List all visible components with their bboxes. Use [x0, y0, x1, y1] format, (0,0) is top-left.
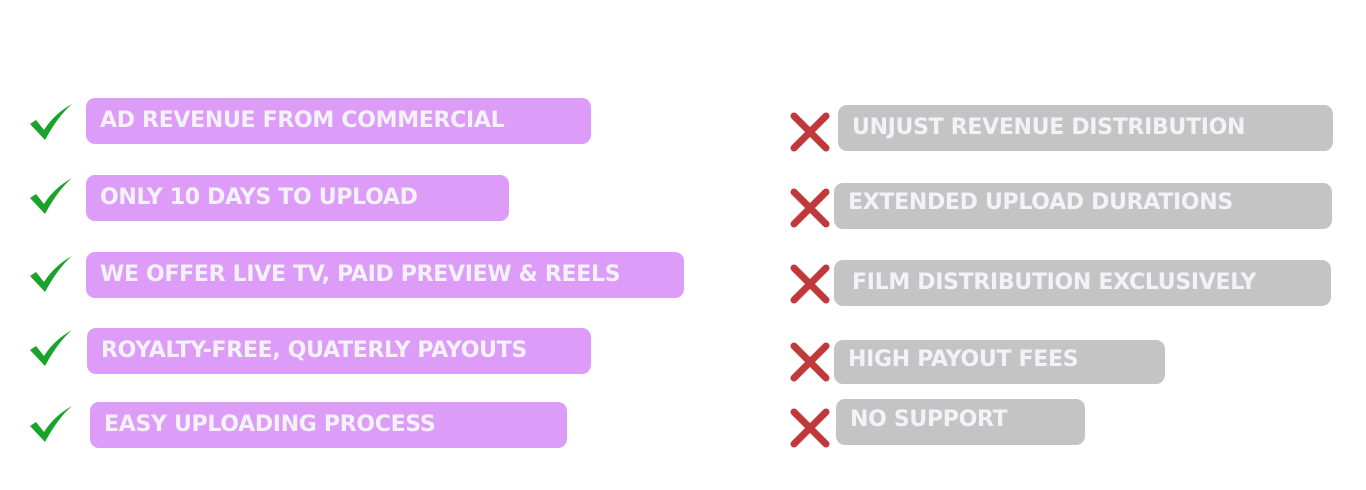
check-icon [28, 100, 72, 144]
con-item: EXTENDED UPLOAD DURATIONS [834, 183, 1332, 229]
cross-icon [788, 186, 832, 230]
con-item: NO SUPPORT [836, 399, 1085, 445]
pro-item: ROYALTY-FREE, QUATERLY PAYOUTS [87, 328, 591, 374]
pro-item: AD REVENUE FROM COMMERCIAL [86, 98, 591, 144]
cross-icon [788, 110, 832, 154]
con-item: HIGH PAYOUT FEES [834, 340, 1165, 384]
cross-icon [788, 262, 832, 306]
cross-icon [788, 340, 832, 384]
check-icon [28, 252, 72, 296]
pro-item: EASY UPLOADING PROCESS [90, 402, 567, 448]
pro-item: WE OFFER LIVE TV, PAID PREVIEW & REELS [86, 252, 684, 298]
pro-item: ONLY 10 DAYS TO UPLOAD [86, 175, 509, 221]
con-item: UNJUST REVENUE DISTRIBUTION [838, 105, 1333, 151]
check-icon [28, 402, 72, 446]
check-icon [28, 326, 72, 370]
cross-icon [788, 406, 832, 450]
con-item: FILM DISTRIBUTION EXCLUSIVELY [834, 260, 1331, 306]
check-icon [28, 174, 72, 218]
